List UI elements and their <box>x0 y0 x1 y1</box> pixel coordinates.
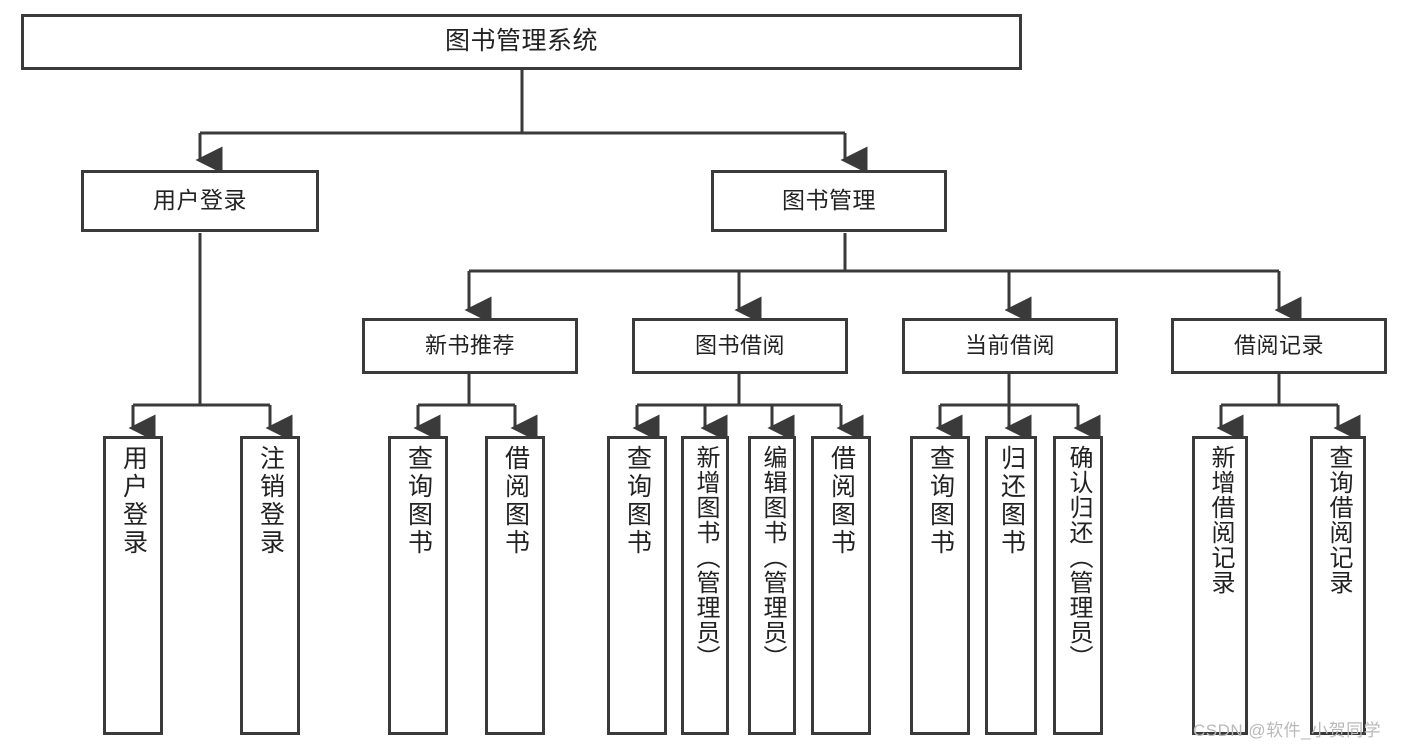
node-label: 查询图书 <box>926 445 955 557</box>
node-label: 查询图书 <box>404 445 433 557</box>
node-label: 新增借阅记录 <box>1207 445 1234 595</box>
node-label: 注销登录 <box>256 445 285 557</box>
node-label: 新增图书（管理员） <box>692 445 719 670</box>
watermark: CSDN @软件_小贺同学 <box>1193 721 1382 740</box>
leaf-return-book[interactable]: 归还图书 <box>985 436 1037 735</box>
node-label: 当前借阅 <box>964 332 1055 358</box>
node-label: 新书推荐 <box>424 332 515 358</box>
node-user-login[interactable]: 用户登录 <box>81 170 319 232</box>
leaf-query-book-current[interactable]: 查询图书 <box>910 436 970 735</box>
leaf-borrow-book-borrowing[interactable]: 借阅图书 <box>811 436 871 735</box>
leaf-user-login[interactable]: 用户登录 <box>103 436 163 735</box>
leaf-confirm-return-admin[interactable]: 确认归还（管理员） <box>1053 436 1103 735</box>
node-label: 编辑图书（管理员） <box>759 445 786 670</box>
node-label: 用户登录 <box>153 187 247 214</box>
node-label: 借阅图书 <box>827 445 856 557</box>
node-new-book-recommendation[interactable]: 新书推荐 <box>362 318 578 374</box>
node-label: 确认归还（管理员） <box>1065 445 1092 670</box>
leaf-logout[interactable]: 注销登录 <box>240 436 300 735</box>
leaf-borrow-book-newbook[interactable]: 借阅图书 <box>485 436 545 735</box>
node-label: 图书借阅 <box>694 332 785 358</box>
node-label: 借阅记录 <box>1233 332 1324 358</box>
node-label: 用户登录 <box>119 445 148 557</box>
leaf-query-borrow-record[interactable]: 查询借阅记录 <box>1310 436 1366 735</box>
node-root-library-system[interactable]: 图书管理系统 <box>21 14 1022 70</box>
leaf-query-book-borrowing[interactable]: 查询图书 <box>607 436 667 735</box>
node-label: 借阅图书 <box>501 445 530 557</box>
node-label: 查询借阅记录 <box>1325 445 1352 595</box>
node-current-borrowing[interactable]: 当前借阅 <box>902 318 1118 374</box>
leaf-add-book-admin[interactable]: 新增图书（管理员） <box>681 436 729 735</box>
node-book-management[interactable]: 图书管理 <box>711 170 947 232</box>
node-label: 查询图书 <box>623 445 652 557</box>
node-label: 归还图书 <box>997 445 1026 557</box>
node-book-borrowing[interactable]: 图书借阅 <box>632 318 848 374</box>
node-borrow-records[interactable]: 借阅记录 <box>1171 318 1387 374</box>
leaf-edit-book-admin[interactable]: 编辑图书（管理员） <box>748 436 796 735</box>
leaf-query-book-newbook[interactable]: 查询图书 <box>388 436 448 735</box>
node-label: 图书管理系统 <box>444 27 598 56</box>
leaf-add-borrow-record[interactable]: 新增借阅记录 <box>1192 436 1248 735</box>
node-label: 图书管理 <box>782 187 876 214</box>
